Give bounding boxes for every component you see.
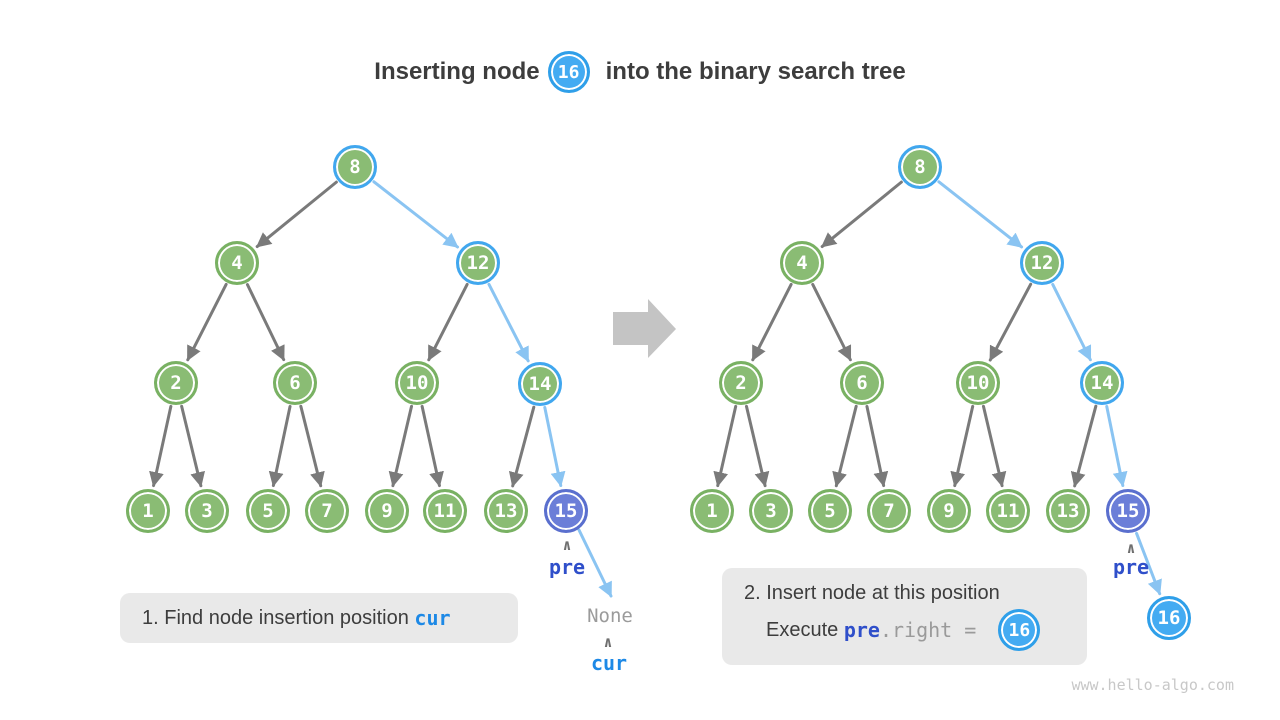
caption-2-line-2: Execute pre.right = 16 — [744, 609, 1087, 651]
title-suffix: into the binary search tree — [605, 58, 906, 85]
tree-before-node-14: 14 — [518, 362, 562, 406]
tree-after-node-16: 16 — [1147, 596, 1191, 640]
tree-after-node-13: 13 — [1046, 489, 1090, 533]
watermark: www.hello-algo.com — [1071, 676, 1234, 694]
tree-after-node-11: 11 — [986, 489, 1030, 533]
edge-after-6-5 — [832, 404, 858, 488]
tree-after-node-14: 14 — [1080, 361, 1124, 405]
caption-text-code: right — [892, 618, 953, 642]
caption-text-plain: 2. Insert node at this position — [744, 582, 1000, 604]
edge-before-14-15 — [543, 406, 566, 488]
tree-before-label-caret-icon: ∧ — [562, 536, 572, 554]
edge-before-2-3 — [180, 404, 205, 488]
edge-after-8-12 — [937, 180, 1024, 249]
edge-before-10-9 — [388, 404, 414, 488]
tree-after-node-9: 9 — [927, 489, 971, 533]
caption-text-plain: 1. Find node insertion position — [142, 606, 415, 629]
tree-after-node-4: 4 — [780, 241, 824, 285]
edge-after-4-6 — [811, 282, 852, 362]
edge-before-6-5 — [268, 404, 292, 488]
caption-text-cur: cur — [414, 606, 451, 630]
tree-after-node-1: 1 — [690, 489, 734, 533]
caption-1-line-1: 1. Find node insertion position cur — [142, 606, 518, 630]
pointer-arrow-before-0 — [577, 528, 613, 598]
tree-after-node-10: 10 — [956, 361, 1000, 405]
tree-before-node-4: 4 — [215, 241, 259, 285]
edge-before-4-6 — [245, 283, 286, 362]
tree-before-node-8: 8 — [333, 145, 377, 189]
caption-node-16-badge: 16 — [998, 609, 1041, 651]
tree-after-node-15: 15 — [1106, 489, 1150, 533]
tree-after-node-12: 12 — [1020, 241, 1064, 285]
edge-after-12-14 — [1051, 282, 1092, 362]
tree-before-node-1: 1 — [126, 489, 170, 533]
edge-before-4-2 — [186, 282, 228, 362]
edge-before-10-11 — [420, 404, 444, 488]
caption-2-line-1: 2. Insert node at this position — [744, 582, 1087, 605]
tree-before-label-none: None — [587, 605, 633, 627]
edge-after-12-10 — [988, 282, 1033, 362]
tree-after-node-5: 5 — [808, 489, 852, 533]
edge-after-15-16 — [1135, 531, 1162, 596]
tree-before-node-10: 10 — [395, 361, 439, 405]
tree-before-node-13: 13 — [484, 489, 528, 533]
tree-after-node-3: 3 — [749, 489, 793, 533]
title-prefix: Inserting node — [374, 58, 540, 85]
tree-before-node-6: 6 — [273, 361, 317, 405]
edge-before-8-4 — [255, 180, 338, 249]
caption-text-code: . — [879, 618, 892, 642]
edge-after-4-2 — [751, 282, 793, 362]
edge-before-12-10 — [427, 282, 469, 362]
tree-before-node-3: 3 — [185, 489, 229, 533]
step1-caption-box: 1. Find node insertion position cur — [120, 593, 518, 643]
tree-after-node-7: 7 — [867, 489, 911, 533]
tree-before-node-11: 11 — [423, 489, 467, 533]
tree-after-node-8: 8 — [898, 145, 942, 189]
transition-arrow — [613, 299, 676, 358]
tree-before-label-cur: cur — [590, 651, 628, 675]
tree-before-node-5: 5 — [246, 489, 290, 533]
tree-after-label-caret-icon: ∧ — [1126, 539, 1136, 557]
edge-after-10-9 — [950, 404, 975, 488]
tree-before-node-15: 15 — [544, 489, 588, 533]
caption-text-plain: Execute — [766, 618, 844, 641]
edge-after-6-7 — [865, 404, 889, 488]
tree-after-node-6: 6 — [840, 361, 884, 405]
edge-after-10-11 — [981, 404, 1007, 488]
tree-before-node-9: 9 — [365, 489, 409, 533]
caption-text-pre: pre — [843, 618, 880, 642]
edge-before-6-7 — [299, 404, 325, 488]
edge-after-2-1 — [713, 404, 738, 488]
edge-after-14-13 — [1070, 404, 1098, 488]
caption-text-code: = — [952, 618, 989, 642]
edge-after-8-4 — [820, 180, 903, 249]
title-node-16-badge: 16 — [547, 51, 590, 93]
tree-before-node-7: 7 — [305, 489, 349, 533]
tree-before-label-pre: pre — [548, 555, 586, 579]
edge-after-2-3 — [744, 404, 770, 488]
page-title: Inserting node 16 into the binary search… — [0, 50, 1280, 94]
edge-before-8-12 — [372, 180, 460, 249]
tree-before-node-2: 2 — [154, 361, 198, 405]
tree-after-node-2: 2 — [719, 361, 763, 405]
edge-before-2-1 — [149, 404, 173, 488]
edge-before-14-13 — [508, 405, 536, 488]
tree-after-label-pre: pre — [1112, 555, 1150, 579]
tree-before-node-12: 12 — [456, 241, 500, 285]
tree-before-label-caret-icon: ∧ — [603, 633, 613, 651]
edge-before-12-14 — [487, 282, 530, 363]
edge-after-14-15 — [1105, 405, 1128, 488]
